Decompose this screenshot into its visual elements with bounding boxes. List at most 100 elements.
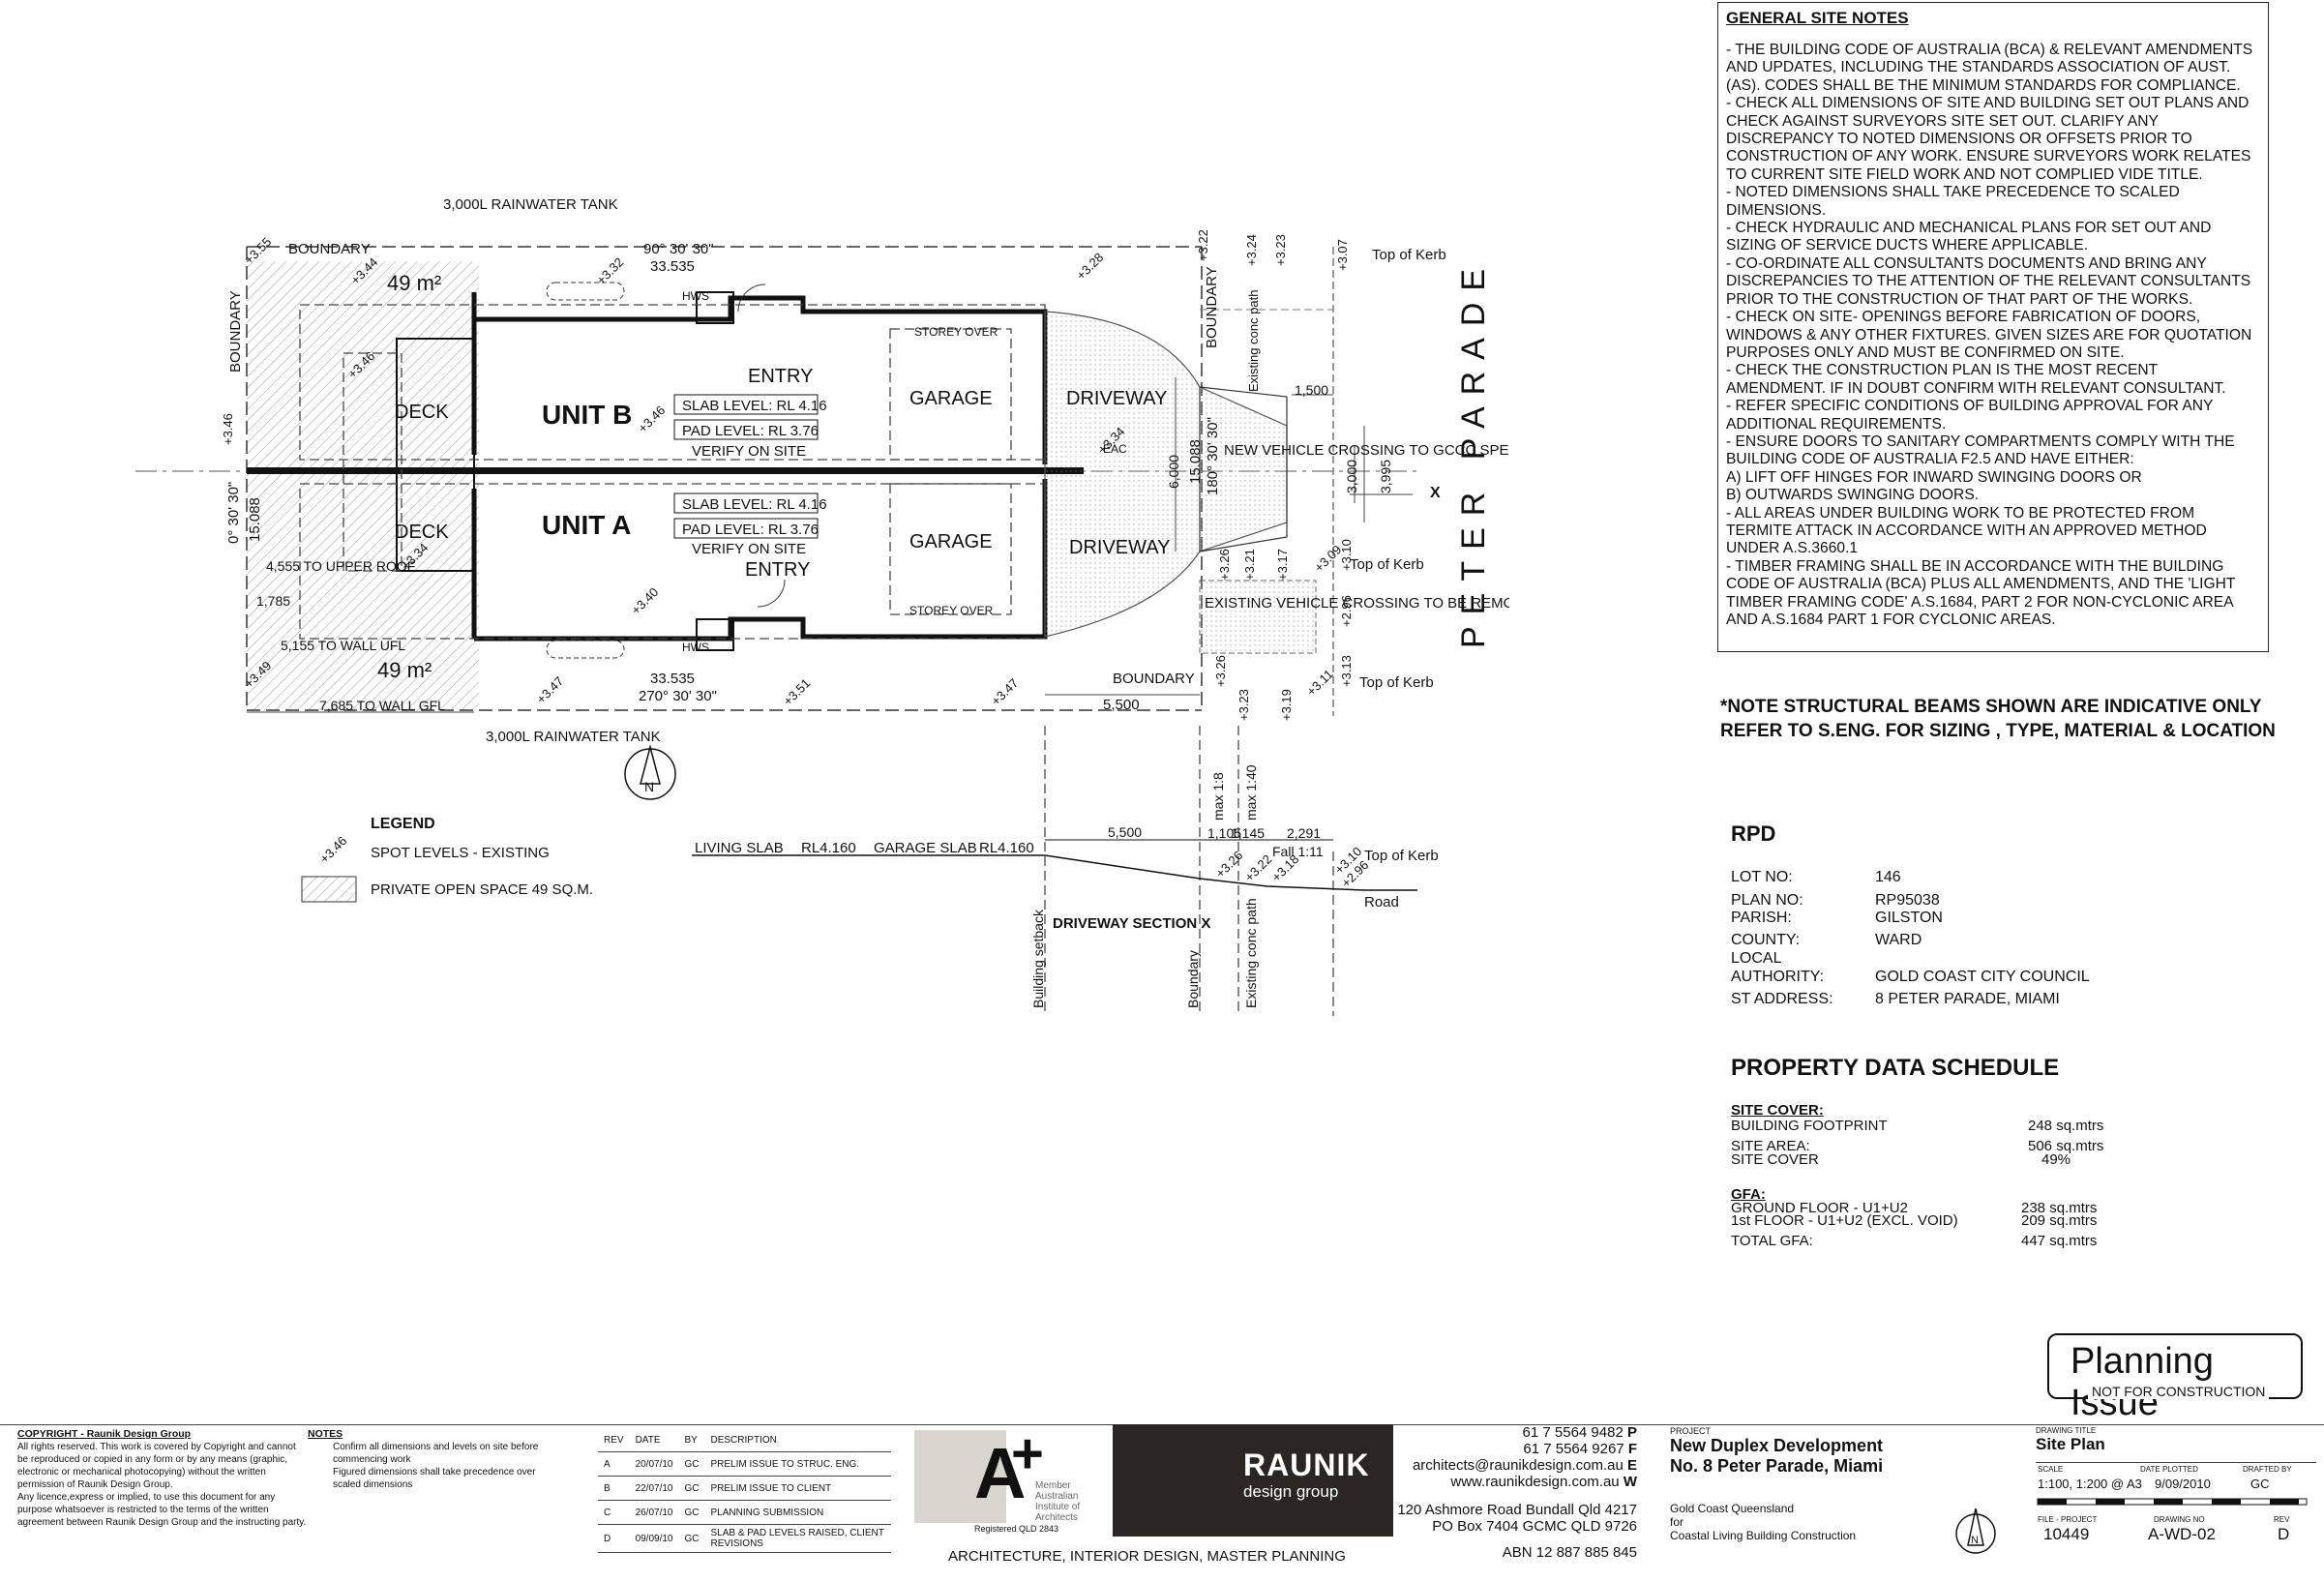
living-slab: LIVING SLAB	[695, 840, 784, 856]
area-b: 49 m²	[387, 271, 441, 295]
aia-registration: Registered QLD 2843	[974, 1524, 1059, 1534]
site-cover-value: 49%	[2041, 1151, 2071, 1168]
building-footprint-value: 248 sq.mtrs	[2028, 1118, 2104, 1134]
site-cover-heading: SITE COVER:	[1731, 1102, 1824, 1119]
rpd-value: 146	[1875, 869, 1901, 885]
party-wall	[247, 467, 1084, 474]
rev-value: D	[2278, 1525, 2290, 1543]
legend-title: LEGEND	[371, 816, 435, 832]
address-1: 120 Ashmore Road Bundall Qld 4217	[1397, 1502, 1637, 1518]
revision-row: A 20/07/10 GC PRELIM ISSUE TO STRUC. ENG…	[598, 1451, 891, 1477]
deck-b-label: DECK	[395, 402, 449, 423]
spot-level: +3.21	[1242, 549, 1257, 581]
drafted-label: DRAFTED BY	[2243, 1465, 2292, 1474]
existing-path-plan: Existing conc path	[1246, 289, 1261, 392]
rainwater-tank-a	[546, 640, 625, 659]
sec-road: Road	[1364, 894, 1399, 910]
sec-top-kerb: Top of Kerb	[1364, 848, 1439, 864]
rpd-value: WARD	[1875, 932, 1922, 948]
first-floor-value: 209 sq.mtrs	[2021, 1212, 2098, 1229]
slab-level-a: SLAB LEVEL: RL 4.16	[682, 496, 827, 513]
hws-a: HWS	[682, 641, 709, 654]
dimension-lines	[247, 377, 1413, 713]
new-crossing-label: NEW VEHICLE CROSSING TO GCCC SPEC.	[1224, 442, 1509, 459]
project-client: Coastal Living Building Construction	[1670, 1529, 1857, 1542]
entry-b-label: ENTRY	[748, 366, 813, 387]
contact-block: 61 7 5564 9482 P 61 7 5564 9267 F archit…	[1393, 1424, 1637, 1561]
garage-rl: RL4.160	[979, 840, 1034, 856]
property-data-title: PROPERTY DATA SCHEDULE	[1731, 1055, 2060, 1081]
dim-4555: 4,555 TO UPPER ROOF	[266, 558, 415, 574]
ground-floor-label: GROUND FLOOR - U1+U2	[1731, 1200, 1908, 1216]
services-line: ARCHITECTURE, INTERIOR DESIGN, MASTER PL…	[948, 1548, 1346, 1565]
fax-line: 61 7 5564 9267 F	[1393, 1441, 1637, 1457]
dim-1785: 1,785	[256, 593, 290, 609]
storey-over-a: STOREY OVER	[909, 604, 994, 617]
gfa-heading: GFA:	[1731, 1186, 1766, 1203]
rpd-label: ST ADDRESS:	[1731, 991, 1833, 1007]
spot-level: +3.28	[1074, 250, 1107, 283]
spot-level: +3.23	[1273, 234, 1288, 266]
date-cell: 09/09/10	[629, 1524, 679, 1553]
planning-issue-stamp: Planning Issue NOT FOR CONSTRUCTION	[2047, 1333, 2303, 1423]
revision-table: REV DATE BY DESCRIPTION A 20/07/10 GC PR…	[598, 1428, 891, 1553]
sec-lv1: +3.26	[1213, 848, 1246, 881]
description-header: DESCRIPTION	[704, 1428, 891, 1452]
boundary-right: BOUNDARY	[1204, 266, 1220, 348]
svg-text:A: A	[974, 1433, 1026, 1513]
drawing-info-block: DRAWING TITLE Site Plan SCALE 1:100, 1:2…	[2036, 1426, 2316, 1546]
sec-d4: 2,291	[1287, 825, 1321, 841]
dim-3000: 3,000	[1344, 460, 1359, 493]
slab-level-b: SLAB LEVEL: RL 4.16	[682, 398, 827, 414]
legend-spot-sample: +3.46	[317, 833, 350, 866]
living-rl: RL4.160	[801, 840, 856, 856]
deck-a-label: DECK	[395, 522, 449, 543]
spot-level: +3.10	[1339, 539, 1354, 571]
ground-floor-value: 238 sq.mtrs	[2021, 1200, 2098, 1216]
scale-bar	[2037, 1498, 2308, 1506]
drawing-title-label: DRAWING TITLE	[2036, 1426, 2097, 1435]
phone: 61 7 5564 9482	[1522, 1424, 1624, 1441]
bearing-side: 180° 30' 30"	[1205, 417, 1221, 495]
revision-row: D 09/09/10 GC SLAB & PAD LEVELS RAISED, …	[598, 1524, 891, 1553]
pad-level-b: PAD LEVEL: RL 3.76	[682, 423, 819, 439]
rpd-value: GILSTON	[1875, 910, 1943, 926]
drawing-no-label: DRAWING NO	[2154, 1515, 2205, 1524]
bearing-bottom: 270° 30' 30"	[639, 688, 717, 704]
site-plan-drawing: N UNIT B UNIT A DECK DECK GARAGE GARAGE …	[135, 196, 1509, 1016]
total-gfa-label: TOTAL GFA:	[1731, 1233, 1813, 1249]
boundary-left: BOUNDARY	[227, 290, 244, 373]
fax: 61 7 5564 9267	[1523, 1441, 1624, 1457]
bearing-top: 90° 30' 30"	[643, 241, 714, 257]
spot-level: +3.46	[636, 403, 669, 435]
structural-note: *NOTE STRUCTURAL BEAMS SHOWN ARE INDICAT…	[1720, 697, 2276, 741]
web: www.raunikdesign.com.au	[1450, 1474, 1620, 1490]
date-cell: 20/07/10	[629, 1451, 679, 1477]
street-name: PETER PARADE	[1455, 257, 1492, 648]
rev-cell: A	[598, 1451, 630, 1477]
email: architects@raunikdesign.com.au	[1412, 1457, 1624, 1474]
dim-3995: 3,995	[1378, 460, 1393, 493]
project-location: Gold Coast Queensland	[1670, 1502, 1795, 1515]
rpd-label: LOCAL	[1731, 950, 1782, 967]
entry-door-b	[737, 284, 766, 313]
svg-text:N: N	[1971, 1535, 1979, 1546]
dim-5500-plan: 5,500	[1103, 697, 1140, 713]
garage-b-label: GARAGE	[909, 388, 993, 409]
rev-cell: C	[598, 1500, 630, 1525]
legend-spot-label: SPOT LEVELS - EXISTING	[371, 845, 550, 861]
date-value: 9/09/2010	[2155, 1477, 2211, 1491]
revision-row: C 26/07/10 GC PLANNING SUBMISSION	[598, 1500, 891, 1525]
storey-over-b: STOREY OVER	[914, 325, 998, 339]
entry-door-a	[757, 579, 786, 608]
eac-label: EAC	[1103, 442, 1127, 456]
dim-6000: 6,000	[1166, 455, 1181, 489]
verify-b: VERIFY ON SITE	[692, 443, 806, 460]
length-top: 33.535	[650, 258, 695, 275]
inner-walls	[396, 291, 734, 651]
aia-logo-icon: A +	[914, 1422, 1044, 1523]
rpd-label: COUNTY:	[1731, 932, 1801, 948]
rpd-value: GOLD COAST CITY COUNCIL	[1875, 969, 2090, 985]
site-boundary	[246, 246, 1203, 711]
drawing-title: Site Plan	[2036, 1435, 2105, 1453]
